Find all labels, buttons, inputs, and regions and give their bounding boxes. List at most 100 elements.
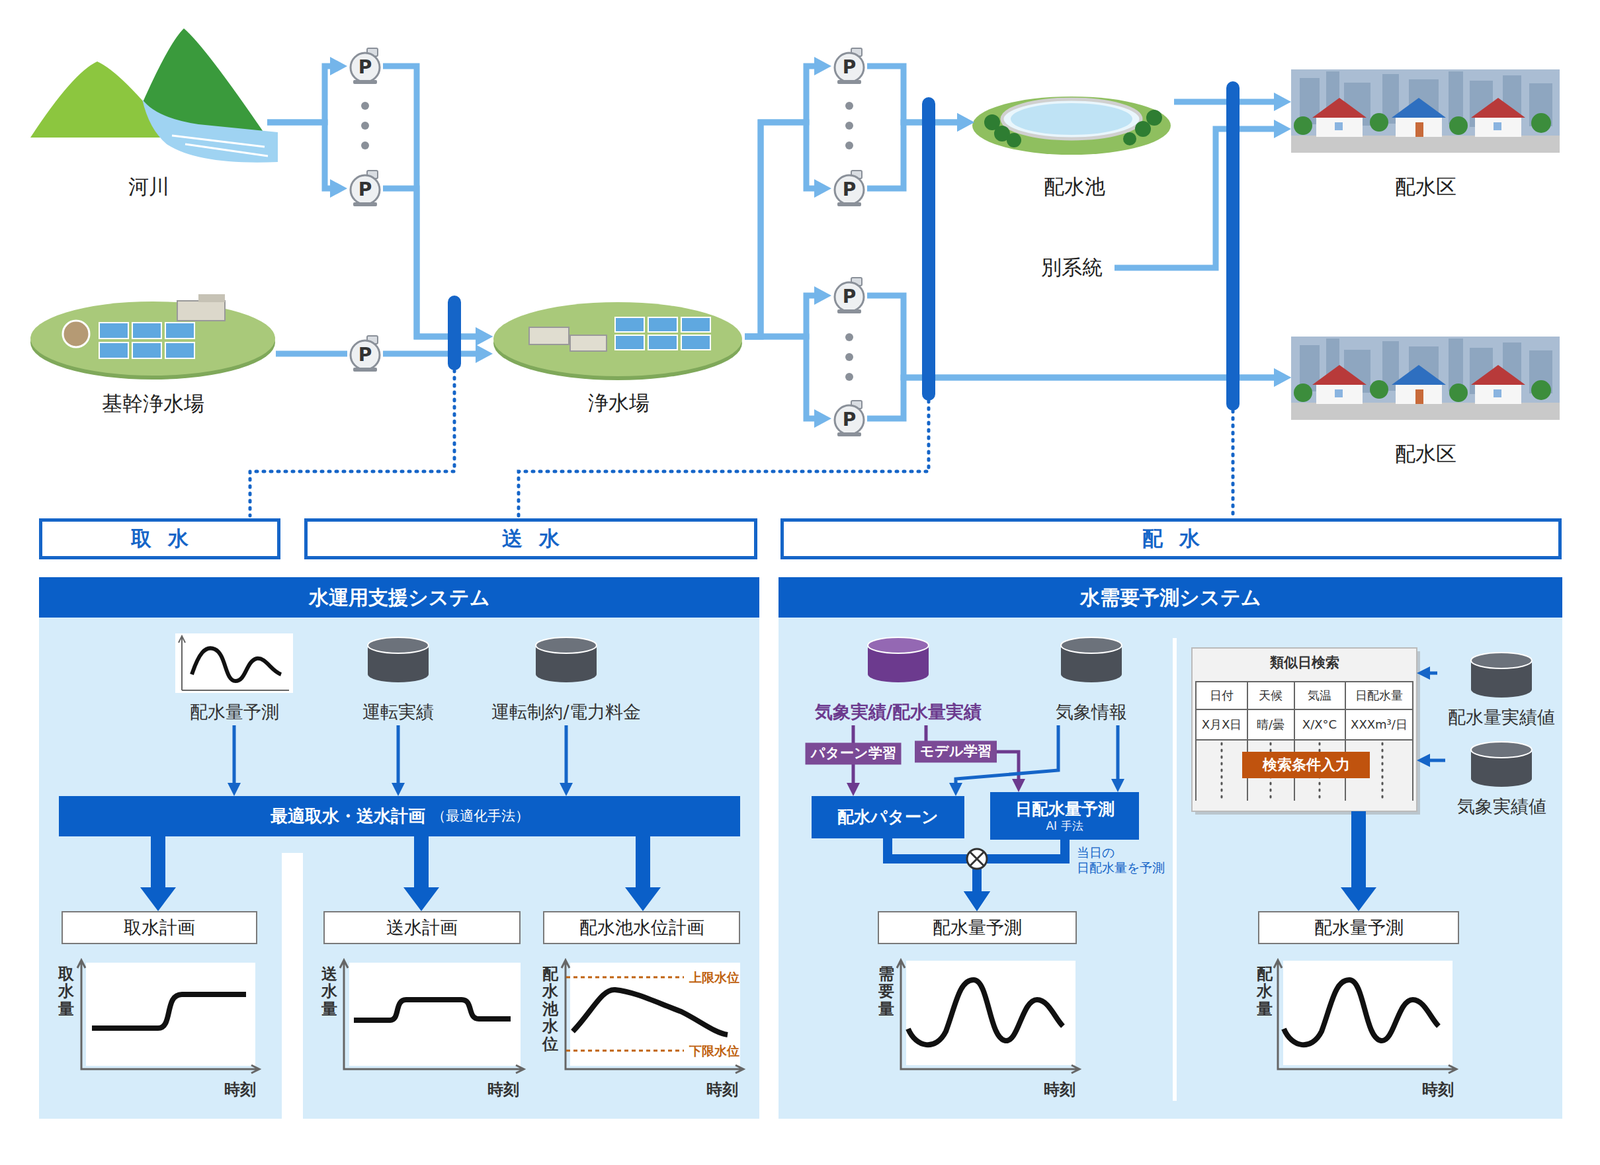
multiply-symbol bbox=[970, 852, 984, 866]
pump-dots bbox=[361, 101, 370, 110]
node-label: P bbox=[842, 285, 857, 309]
node-label: 配水区 bbox=[1394, 174, 1457, 200]
node-label: P bbox=[842, 56, 857, 79]
panel-background bbox=[39, 617, 760, 1120]
search-button: 検索条件入力 bbox=[1242, 752, 1370, 779]
limit-label: 上限水位 bbox=[689, 970, 740, 986]
node-label: P bbox=[358, 343, 373, 367]
node-label: P bbox=[358, 178, 373, 202]
node-label: 配水池水位計画 bbox=[579, 917, 705, 939]
main-plant-illustration bbox=[132, 342, 162, 359]
panel-background bbox=[281, 853, 303, 1120]
node-label: 送水 bbox=[485, 526, 576, 551]
chart bbox=[572, 990, 728, 1036]
axis-label: 時刻 bbox=[487, 1080, 520, 1100]
connector bbox=[1351, 811, 1366, 888]
connector bbox=[867, 122, 958, 189]
node-label: 日配水量予測 bbox=[1015, 799, 1115, 820]
pump-symbols bbox=[834, 400, 864, 437]
header-bar bbox=[922, 97, 936, 401]
reservoir-site: 配水池 bbox=[974, 89, 1175, 154]
output-box: 送水計画 bbox=[323, 911, 521, 945]
output-box: 配水量予測 bbox=[877, 911, 1077, 945]
connector bbox=[867, 66, 958, 123]
connector bbox=[1430, 759, 1446, 763]
plant-illustration bbox=[529, 327, 569, 345]
search-table bbox=[1191, 648, 1417, 812]
edge-label: パターン学習 bbox=[805, 742, 902, 765]
chart bbox=[339, 960, 524, 1074]
reservoir-illustration bbox=[1123, 132, 1137, 146]
plant-illustration bbox=[493, 302, 743, 377]
pump: P bbox=[831, 400, 868, 437]
main-plant-illustration bbox=[99, 342, 129, 359]
output-box: 配水池水位計画 bbox=[543, 911, 741, 945]
table-cell: 日配水量 bbox=[1355, 688, 1403, 704]
multiply-symbol bbox=[967, 849, 987, 870]
town-illustration bbox=[1291, 336, 1560, 421]
main-plant-illustration bbox=[177, 300, 225, 321]
input-icon: 配水量予測 bbox=[175, 631, 294, 726]
process-box: 日配水量予測AI 手法 bbox=[990, 792, 1139, 841]
system-panel: 水運用支援システム配水量予測運転実績運転制約/電力料金最適取水・送水計画（最適化… bbox=[39, 577, 760, 1120]
axis-label: 需要量 bbox=[878, 965, 895, 1018]
node-label: P bbox=[842, 408, 857, 432]
connector bbox=[744, 336, 815, 419]
node-label: 配水量予測 bbox=[932, 917, 1022, 939]
river-illustration bbox=[30, 61, 174, 138]
pump-symbols bbox=[834, 48, 864, 85]
district-site: 配水区 bbox=[1291, 69, 1560, 153]
database: 気象情報 bbox=[1038, 631, 1145, 726]
dotted-link bbox=[250, 370, 455, 516]
pump: P bbox=[831, 277, 868, 314]
node-label: 検索条件入力 bbox=[1262, 756, 1350, 774]
node-label: 基幹浄水場 bbox=[101, 391, 205, 417]
pump-symbols bbox=[834, 277, 864, 314]
node-label: 類似日検索 bbox=[1269, 654, 1340, 672]
pump: P bbox=[831, 48, 868, 85]
node-label: 配水 bbox=[1125, 526, 1216, 551]
input-icons bbox=[867, 637, 929, 683]
output-box: 配水量予測 bbox=[1258, 911, 1460, 945]
input-icons bbox=[1471, 652, 1532, 698]
district-site: 配水区 bbox=[1291, 336, 1560, 422]
limit-label: 下限水位 bbox=[689, 1043, 740, 1059]
panel-background bbox=[778, 617, 1563, 1120]
main-plant-illustration bbox=[165, 322, 195, 339]
node-label: 運転制約/電力料金 bbox=[491, 701, 641, 723]
connector bbox=[267, 66, 331, 123]
stage-tab: 送水 bbox=[304, 518, 758, 560]
connector bbox=[382, 188, 476, 337]
input-icons bbox=[178, 636, 290, 691]
pump-symbols bbox=[350, 48, 380, 85]
connector bbox=[267, 122, 331, 189]
search-table bbox=[1221, 743, 1383, 798]
plant-site: 基幹浄水場 bbox=[30, 298, 276, 378]
axis-label: 時刻 bbox=[1422, 1080, 1454, 1100]
reservoir-illustration bbox=[972, 96, 1171, 155]
chart bbox=[91, 994, 247, 1029]
search-table bbox=[1191, 648, 1421, 815]
plant-illustration bbox=[615, 317, 711, 350]
database: 運転制約/電力料金 bbox=[476, 631, 657, 726]
search-table bbox=[1195, 681, 1413, 741]
input-icons bbox=[175, 633, 294, 694]
process-box: 配水パターン bbox=[811, 796, 965, 839]
plan-bar: 最適取水・送水計画 （最適化手法） bbox=[58, 796, 741, 837]
node-label: 運転実績 bbox=[362, 701, 434, 723]
node-sublabel: AI 手法 bbox=[1045, 819, 1083, 833]
node-label: 配水パターン bbox=[837, 807, 939, 828]
main-plant-illustration bbox=[30, 294, 276, 380]
node-sublabel: （最適化手法） bbox=[431, 808, 530, 825]
river-illustration bbox=[30, 28, 278, 163]
chart bbox=[1283, 961, 1453, 1066]
town-illustration bbox=[1291, 69, 1560, 153]
node-label: 配水区 bbox=[1394, 441, 1457, 467]
table-cell: 気温 bbox=[1307, 688, 1332, 704]
input-icons bbox=[1060, 637, 1122, 683]
node-label: 気象実績値 bbox=[1457, 796, 1547, 818]
node-label: 最適取水・送水計画 bbox=[270, 806, 426, 827]
node-label: 取水 bbox=[114, 526, 205, 551]
pump-dots bbox=[845, 121, 854, 130]
table-cell: X月X日 bbox=[1201, 717, 1243, 733]
